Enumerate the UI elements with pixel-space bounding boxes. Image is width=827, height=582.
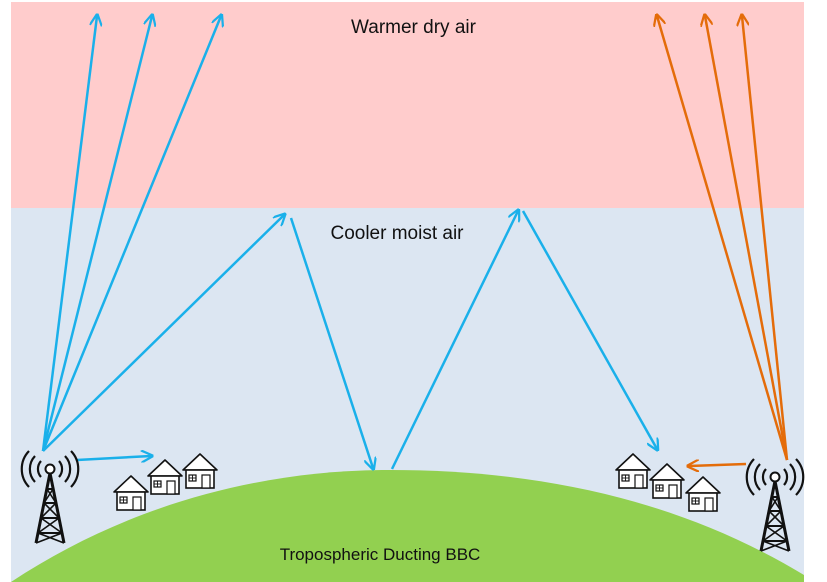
diagram-caption: Tropospheric Ducting BBC (279, 545, 481, 564)
orange-ray-1 (657, 16, 789, 461)
ducted-segment-1 (42, 215, 284, 452)
escaping-ray-3 (41, 16, 221, 452)
ground-wave-left (76, 456, 151, 460)
escaping-ray-2 (41, 16, 152, 452)
ducted-signal-path (42, 210, 657, 470)
escaping-signal-rays (41, 16, 221, 452)
cool-layer-label: Cooler moist air (330, 223, 464, 244)
orange-ground-wave (689, 464, 747, 466)
warm-dry-air-layer (11, 2, 804, 208)
orange-ray-2 (705, 16, 789, 461)
ducted-segment-2 (289, 217, 373, 468)
right-transmitter-rays (657, 16, 789, 466)
escaping-ray-1 (41, 16, 97, 452)
ducted-segment-4 (521, 210, 657, 449)
ducted-segment-3 (390, 211, 518, 470)
warm-layer-label: Warmer dry air (351, 17, 476, 38)
ground-curve (11, 470, 804, 582)
orange-ray-3 (742, 16, 789, 461)
